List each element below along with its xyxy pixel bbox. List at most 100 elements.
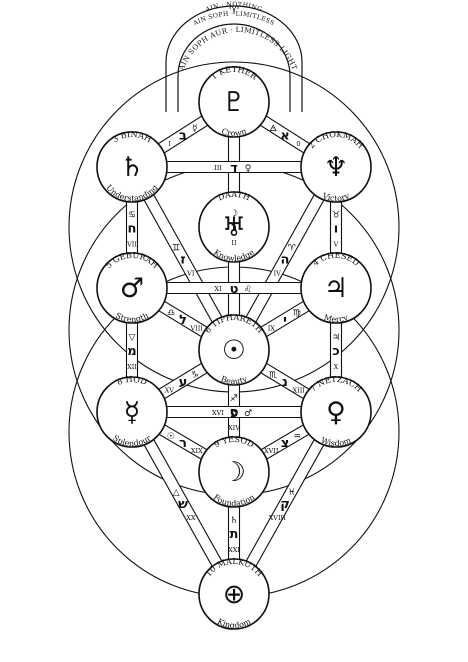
p-hod-yesod-letter: ר	[179, 436, 187, 451]
sephirah-hod: 8 HOD☿Splendour	[96, 374, 168, 448]
p-geburah-hod-letter: מ	[127, 344, 136, 359]
sephirah-circle	[96, 376, 168, 448]
p-chesed-netzach-sign-icon: ♃	[332, 333, 340, 343]
sephirah-circle	[198, 314, 270, 386]
sephirah-title: Knowledge	[212, 248, 256, 264]
sephirah-circle	[300, 376, 372, 448]
p-chesed-tiphareth-letter: י	[283, 313, 287, 328]
sephirah-title: Beauty	[220, 374, 249, 386]
p-kether-binah-sign-icon: ☿	[192, 124, 198, 134]
p-netzach-hod-sign-icon: ♂	[244, 409, 252, 419]
p-tiphareth-hod-label: ♑עXV	[165, 371, 199, 395]
p-yesod-malkuth-letter: ת	[230, 527, 239, 542]
sephirah-title: Mercy	[323, 313, 350, 324]
sephirah-circle	[198, 558, 270, 630]
sephirah-binah: 3 BINAH♄Understanding	[96, 129, 168, 203]
p-chesed-geburah-label: ♌טXI	[214, 282, 252, 297]
p-tiphareth-yesod-letter: ס	[230, 405, 239, 420]
p-kether-tiphareth-numeral: II	[231, 239, 237, 247]
p-binah-tiphareth-numeral: VI	[186, 269, 195, 277]
p-kether-tiphareth-sign-icon: ☽	[230, 209, 238, 219]
p-hod-malkuth-numeral: XX	[186, 514, 196, 522]
p-kether-tiphareth-letter: ג	[231, 220, 237, 235]
p-geburah-tiphareth-numeral: VIII	[189, 324, 203, 332]
p-tiphareth-netzach-letter: נ	[282, 375, 288, 390]
p-kether-tiphareth-label: ☽ג II	[230, 209, 238, 247]
p-netzach-malkuth-numeral: XVIII	[269, 514, 286, 522]
p-hod-malkuth-letter: ש	[178, 497, 188, 512]
p-hod-malkuth-sign-icon: △	[173, 488, 180, 498]
p-geburah-hod-label: ▽מ XII	[127, 333, 137, 371]
p-chokmah-tiphareth-sign-icon: ♈	[288, 243, 297, 253]
p-chokmah-binah-letter: ד	[230, 161, 238, 176]
p-chesed-tiphareth-numeral: IX	[268, 324, 276, 332]
planet-yesod-icon: ☽	[222, 457, 246, 488]
ain-soph-aur-label: AIN SOPH AUR · LIMITLESS LIGHT	[176, 25, 299, 72]
p-chokmah-chesed-letter: ו	[334, 222, 338, 237]
planet-chesed-icon: ♃	[324, 273, 348, 304]
p-kether-binah-letter: ב	[179, 129, 187, 144]
p-binah-tiphareth-letter: ז	[180, 253, 185, 268]
p-binah-tiphareth-sign-icon: ♊	[172, 243, 180, 253]
p-binah-geburah-numeral: VII	[126, 241, 137, 249]
p-chokmah-chesed-label: ♉וV	[332, 211, 340, 249]
p-chokmah-tiphareth-letter: ה	[281, 253, 290, 268]
p-binah-geburah-letter: ח	[128, 222, 137, 237]
p-geburah-hod-sign-icon: ▽	[129, 333, 136, 343]
p-chesed-geburah-letter: ט	[230, 282, 239, 297]
p-chesed-netzach-numeral: X	[334, 363, 339, 371]
sephirah-circle	[300, 131, 372, 203]
p-tiphareth-netzach-numeral: XIII	[293, 386, 306, 394]
p-netzach-malkuth-sign-icon: ♓	[288, 488, 296, 498]
sephirah-name: DAATH	[216, 189, 252, 203]
sephirah-circle	[198, 191, 270, 263]
p-chesed-geburah-sign-icon: ♌	[244, 285, 252, 295]
p-netzach-hod-letter: פ	[230, 406, 239, 421]
path-labels-layer: 🜁א0☿בI☽גII♀דIII♈הIV♉וV♊זVI♋חVII♌טXI♍יIX♃…	[126, 124, 340, 554]
p-netzach-yesod-numeral: XVII	[264, 447, 279, 455]
p-chesed-netzach-label: ♃כX	[332, 333, 340, 371]
p-chokmah-tiphareth-label: ♈הIV	[274, 243, 297, 277]
sephirah-circle	[198, 66, 270, 138]
p-netzach-malkuth-label: ♓ק XVIII	[269, 488, 296, 522]
p-yesod-malkuth-numeral: XXI	[228, 546, 240, 554]
p-netzach-hod-numeral: XVI	[212, 409, 224, 417]
p-kether-chokmah-letter: א	[280, 129, 289, 144]
sephirah-tiphareth: 6 TIPHARETH☉Beauty	[198, 312, 270, 386]
p-tiphareth-netzach-sign-icon: ♏	[269, 371, 277, 381]
planet-hod-icon: ☿	[124, 397, 141, 428]
p-chesed-tiphareth-label: ♍יIX	[268, 309, 301, 333]
p-tiphareth-hod-sign-icon: ♑	[191, 371, 199, 381]
p-netzach-malkuth-letter: ק	[280, 497, 290, 512]
sephirah-name: 9 YESOD	[212, 434, 256, 450]
p-kether-chokmah-numeral: 0	[296, 140, 300, 148]
p-hod-malkuth-label: △ש XX	[173, 488, 196, 522]
sephirah-kether: 1 KETHER♇Crown	[198, 64, 270, 138]
sephirah-title: Foundation	[212, 493, 257, 508]
planet-netzach-icon: ♀	[326, 397, 346, 428]
planet-geburah-icon: ♂	[120, 273, 144, 304]
p-geburah-hod-numeral: XII	[127, 363, 137, 371]
p-tiphareth-yesod-numeral: XIV	[228, 424, 240, 432]
sephirah-chokmah: 2 CHOKMAH♆Victory	[300, 129, 372, 203]
sephirah-geburah: 5 GEBURAH♂Strength	[96, 250, 168, 324]
p-chokmah-chesed-sign-icon: ♉	[332, 211, 340, 221]
sephirah-name: 3 BINAH	[110, 129, 153, 144]
sephirah-title: Wisdom	[320, 436, 353, 449]
ain-veils	[165, 5, 303, 112]
p-hod-yesod-sign-icon: ☉	[167, 432, 175, 442]
sephirah-circle	[96, 131, 168, 203]
sephirah-circle	[198, 436, 270, 508]
p-hod-yesod-numeral: XIX	[191, 447, 203, 455]
p-netzach-hod-label: ♂ פ XVI	[212, 406, 252, 421]
sephirah-circle	[96, 252, 168, 324]
p-geburah-tiphareth-sign-icon: ♎	[167, 309, 175, 319]
planet-daath-icon: ♅	[222, 212, 246, 243]
sephirah-daath: DAATH ♅ Knowledge	[198, 189, 270, 264]
p-chokmah-tiphareth-numeral: IV	[274, 269, 282, 277]
